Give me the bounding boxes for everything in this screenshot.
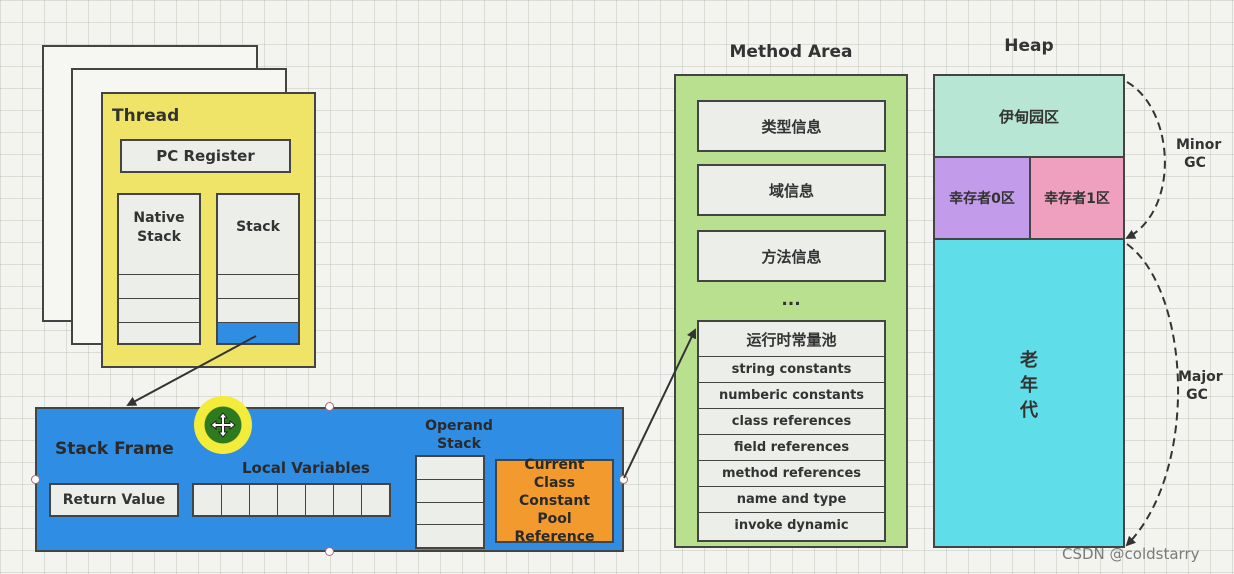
- resize-handle-bottom[interactable]: [325, 547, 334, 556]
- current-class-constant-pool-reference: Current Class Constant Pool Reference: [495, 457, 614, 545]
- major-gc-label: Major GC: [1178, 369, 1223, 403]
- return-value: Return Value: [49, 483, 179, 517]
- operand-stack-label: Operand Stack: [425, 418, 493, 452]
- native-stack-label: Native Stack: [133, 210, 185, 245]
- local-variables-array: [192, 483, 391, 517]
- local-variable-slot: [306, 485, 334, 515]
- pool-item: field references: [699, 435, 884, 461]
- method-area: 类型信息 域信息 方法信息 ... 运行时常量池 string constant…: [674, 74, 908, 548]
- java-stack-slot: [218, 298, 298, 322]
- field-info: 域信息: [697, 164, 886, 216]
- resize-handle-right[interactable]: [619, 475, 628, 484]
- method-area-title: Method Area: [729, 42, 853, 62]
- native-stack-slot: [119, 322, 199, 343]
- local-variable-slot: [334, 485, 362, 515]
- local-variable-slot: [362, 485, 389, 515]
- stack-frame-title: Stack Frame: [55, 439, 174, 459]
- minor-gc-arrow: [1125, 81, 1166, 239]
- java-stack-active-frame: [218, 322, 298, 343]
- more-items-ellipsis: ...: [781, 290, 801, 310]
- move-cursor-icon: [194, 396, 252, 454]
- pc-register: PC Register: [120, 139, 291, 173]
- native-stack: Native Stack: [117, 193, 201, 345]
- operand-stack: [415, 455, 485, 549]
- method-info: 方法信息: [697, 230, 886, 282]
- pool-item: numberic constants: [699, 383, 884, 409]
- watermark: CSDN @coldstarry: [1062, 545, 1200, 563]
- thread-title: Thread: [112, 106, 180, 126]
- native-stack-slot: [119, 298, 199, 322]
- minor-gc-label: Minor GC: [1176, 137, 1222, 171]
- local-variables-label: Local Variables: [242, 459, 370, 477]
- pool-item: method references: [699, 461, 884, 487]
- resize-handle-left[interactable]: [31, 475, 40, 484]
- pool-item: string constants: [699, 357, 884, 383]
- heap: 伊甸园区 幸存者0区 幸存者1区 老年代: [933, 74, 1125, 548]
- local-variable-slot: [222, 485, 250, 515]
- type-info: 类型信息: [697, 100, 886, 152]
- eden-space: 伊甸园区: [935, 76, 1123, 158]
- operand-stack-slot: [417, 503, 483, 526]
- java-stack-slot: [218, 274, 298, 298]
- operand-stack-slot: [417, 480, 483, 503]
- heap-title: Heap: [1004, 36, 1054, 56]
- survivor-1: 幸存者1区: [1031, 158, 1123, 240]
- local-variable-slot: [194, 485, 222, 515]
- operand-stack-slot: [417, 525, 483, 547]
- local-variable-slot: [250, 485, 278, 515]
- stack-frame: Stack Frame Local Variables Operand Stac…: [35, 407, 624, 552]
- thread-box: Thread PC Register Native Stack Stack: [101, 92, 316, 368]
- pool-item: name and type: [699, 487, 884, 513]
- java-stack: Stack: [216, 193, 300, 345]
- operand-stack-slot: [417, 457, 483, 480]
- old-generation: 老年代: [935, 240, 1123, 546]
- pool-item: class references: [699, 409, 884, 435]
- native-stack-slot: [119, 274, 199, 298]
- local-variable-slot: [278, 485, 306, 515]
- resize-handle-top[interactable]: [325, 402, 334, 411]
- java-stack-label: Stack: [236, 219, 280, 235]
- pool-item: invoke dynamic: [734, 517, 849, 533]
- old-generation-label: 老年代: [1020, 350, 1038, 421]
- survivor-0: 幸存者0区: [935, 158, 1031, 240]
- runtime-constant-pool-title: 运行时常量池: [699, 322, 884, 357]
- runtime-constant-pool: 运行时常量池 string constants numberic constan…: [697, 320, 886, 542]
